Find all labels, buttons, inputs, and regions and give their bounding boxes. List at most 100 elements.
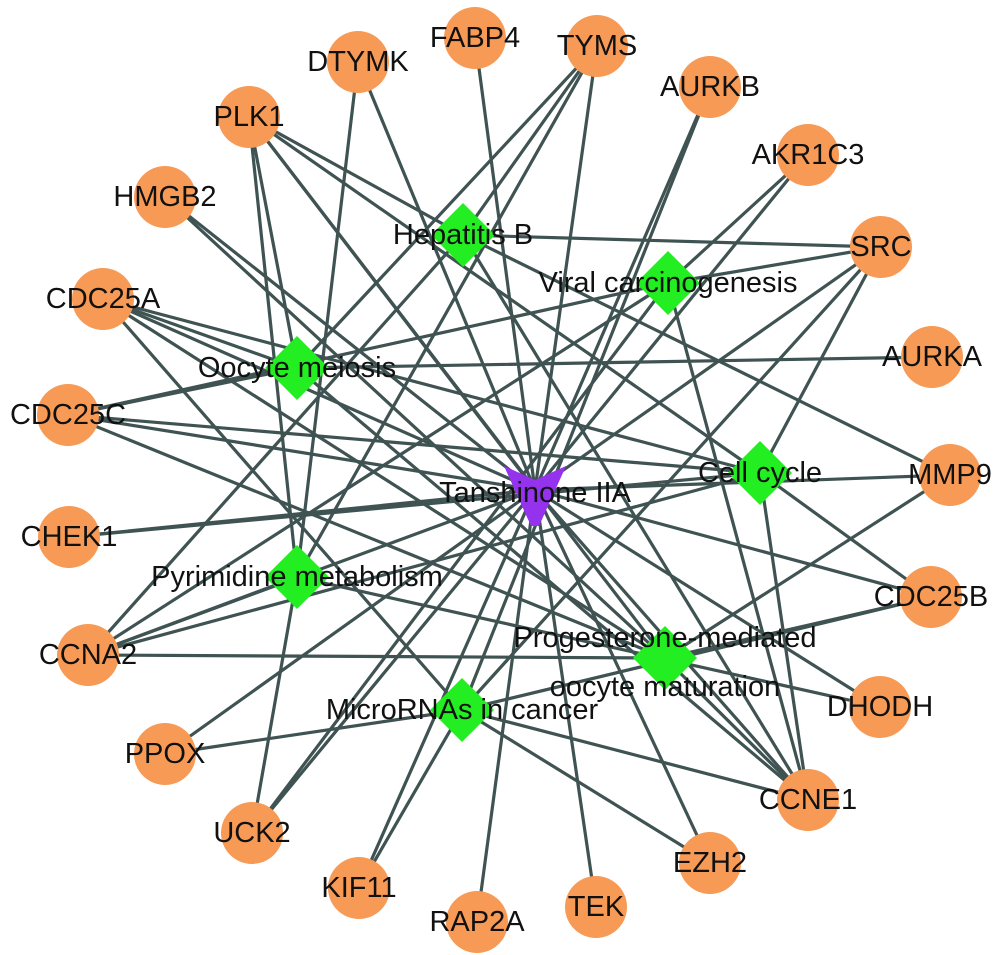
gene-label-mmp9: MMP9	[908, 459, 992, 491]
edge-progesterone-HMGB2	[163, 195, 667, 660]
gene-node-ccne1	[777, 769, 839, 831]
gene-node-mmp9	[919, 444, 981, 506]
pathway-label-viral-carcinogenesis: Viral carcinogenesis	[539, 267, 798, 299]
edge-micrornas-AURKB	[460, 85, 712, 712]
edge-progesterone-CCNE1	[663, 656, 810, 802]
drug-node-tanshinone-iia	[504, 466, 566, 526]
edge-tanshinone-HMGB2	[163, 195, 537, 492]
pathway-label-hepatitis-b: Hepatitis B	[393, 219, 533, 251]
gene-label-cdc25b: CDC25B	[874, 581, 988, 613]
edge-cell_cycle-CCNE1	[758, 471, 810, 802]
edge-hepatitis_b-PLK1	[247, 115, 465, 237]
gene-node-dhodh	[849, 676, 911, 738]
gene-label-ppox: PPOX	[125, 738, 206, 770]
gene-label-dtymk: DTYMK	[307, 46, 409, 78]
edge-oocyte_meiosis-TYMS	[295, 44, 599, 370]
pathway-node-viral-carcinogenesis	[636, 251, 700, 315]
edge-hepatitis_b-MMP9	[461, 233, 952, 477]
gene-node-cdc25a	[72, 268, 134, 330]
edge-cell_cycle-CDC25A	[101, 297, 762, 475]
edge-cell_cycle-PLK1	[247, 115, 762, 475]
edge-pyrimidine_metabolism-DTYMK	[295, 60, 360, 579]
pathway-node-progesterone	[633, 626, 697, 690]
gene-label-plk1: PLK1	[214, 101, 285, 133]
gene-label-tyms: TYMS	[557, 30, 638, 62]
edge-oocyte_meiosis-AURKA	[295, 355, 934, 370]
pathway-label-micrornas: MicroRNAs in cancer	[326, 694, 599, 726]
pathway-node-pyrimidine-metabolism	[265, 545, 329, 609]
edge-pyrimidine_metabolism-UCK2	[250, 575, 299, 835]
gene-node-ccna2	[57, 624, 119, 686]
edge-micrornas-EZH2	[460, 708, 712, 865]
pathway-node-hepatitis-b	[431, 203, 495, 267]
gene-label-cdc25c: CDC25C	[10, 399, 126, 431]
edge-micrornas-CDC25B	[460, 595, 933, 712]
edge-progesterone-MMP9	[663, 473, 952, 660]
pathway-label-oocyte-meiosis: Oocyte meiosis	[198, 352, 396, 384]
edge-viral_carcinogenesis-AKR1C3	[666, 153, 810, 285]
gene-node-tek	[565, 876, 627, 938]
edge-viral_carcinogenesis-CCNE1	[666, 281, 810, 802]
gene-label-tek: TEK	[568, 891, 625, 923]
gene-label-akr1c3: AKR1C3	[752, 139, 865, 171]
gene-label-ccna2: CCNA2	[39, 639, 137, 671]
gene-label-ccne1: CCNE1	[759, 784, 857, 816]
pathway-label-cell-cycle: Cell cycle	[698, 457, 822, 489]
gene-node-chek1	[38, 506, 100, 568]
gene-node-plk1	[218, 86, 280, 148]
pathway-node-cell-cycle	[728, 441, 792, 505]
gene-label-src: SRC	[850, 231, 911, 263]
gene-node-aurkb	[679, 56, 741, 118]
pathway-label-line: Progesterone-mediated	[513, 622, 816, 654]
pathway-label-pyrimidine-metabolism: Pyrimidine metabolism	[151, 561, 443, 593]
edge-micrornas-CCNE1	[460, 708, 810, 802]
edge-progesterone-PLK1	[247, 115, 667, 660]
gene-label-kif11: KIF11	[321, 872, 396, 904]
gene-node-rap2a	[446, 891, 508, 953]
edge-pyrimidine_metabolism-CCNA2	[86, 575, 299, 657]
gene-node-aurka	[901, 326, 963, 388]
gene-label-aurkb: AURKB	[660, 71, 760, 103]
edge-tanshinone-DHODH	[533, 488, 882, 709]
edge-oocyte_meiosis-CDC25A	[101, 297, 299, 370]
edge-tanshinone-AKR1C3	[533, 153, 810, 492]
edge-tanshinone-EZH2	[533, 488, 712, 865]
gene-node-uck2	[221, 802, 283, 864]
edge-tanshinone-DTYMK	[356, 60, 537, 492]
gene-label-rap2a: RAP2A	[429, 906, 525, 938]
edge-tanshinone-CDC25C	[66, 413, 537, 492]
edge-micrornas-KIF11	[357, 708, 464, 890]
gene-label-hmgb2: HMGB2	[113, 181, 216, 213]
pathway-node-micrornas	[430, 678, 494, 742]
edge-micrornas-PPOX	[163, 708, 464, 756]
gene-node-hmgb2	[134, 166, 196, 228]
edge-micrornas-CDC25A	[101, 297, 464, 712]
edge-tanshinone-CDC25B	[533, 488, 933, 599]
edge-progesterone-CDC25C	[66, 413, 667, 660]
gene-label-cdc25a: CDC25A	[46, 283, 161, 315]
edge-viral_carcinogenesis-SRC	[666, 245, 883, 285]
edge-progesterone-CCNA2	[86, 653, 667, 660]
edge-hepatitis_b-CCNA2	[86, 233, 465, 657]
gene-node-dtymk	[327, 31, 389, 93]
gene-node-src	[850, 216, 912, 278]
gene-node-cdc25c	[37, 384, 99, 446]
gene-node-ezh2	[679, 832, 741, 894]
edge-micrornas-SRC	[460, 245, 883, 712]
edge-cell_cycle-SRC	[758, 245, 883, 475]
node-layer	[37, 7, 981, 953]
gene-label-aurka: AURKA	[882, 341, 983, 373]
edge-progesterone-CDC25A	[101, 297, 667, 660]
edge-tanshinone-FABP4	[473, 36, 537, 492]
edge-viral_carcinogenesis-UCK2	[250, 281, 670, 835]
edge-cell_cycle-CHEK1	[67, 471, 762, 539]
edge-tanshinone-TEK	[533, 488, 598, 909]
drug-label-tanshinone-iia: Tanshinone IIA	[439, 477, 632, 509]
edge-hepatitis_b-SRC	[461, 233, 883, 249]
gene-label-fabp4: FABP4	[430, 22, 520, 54]
edge-cell_cycle-CDC25C	[66, 413, 762, 475]
gene-node-cdc25b	[900, 566, 962, 628]
